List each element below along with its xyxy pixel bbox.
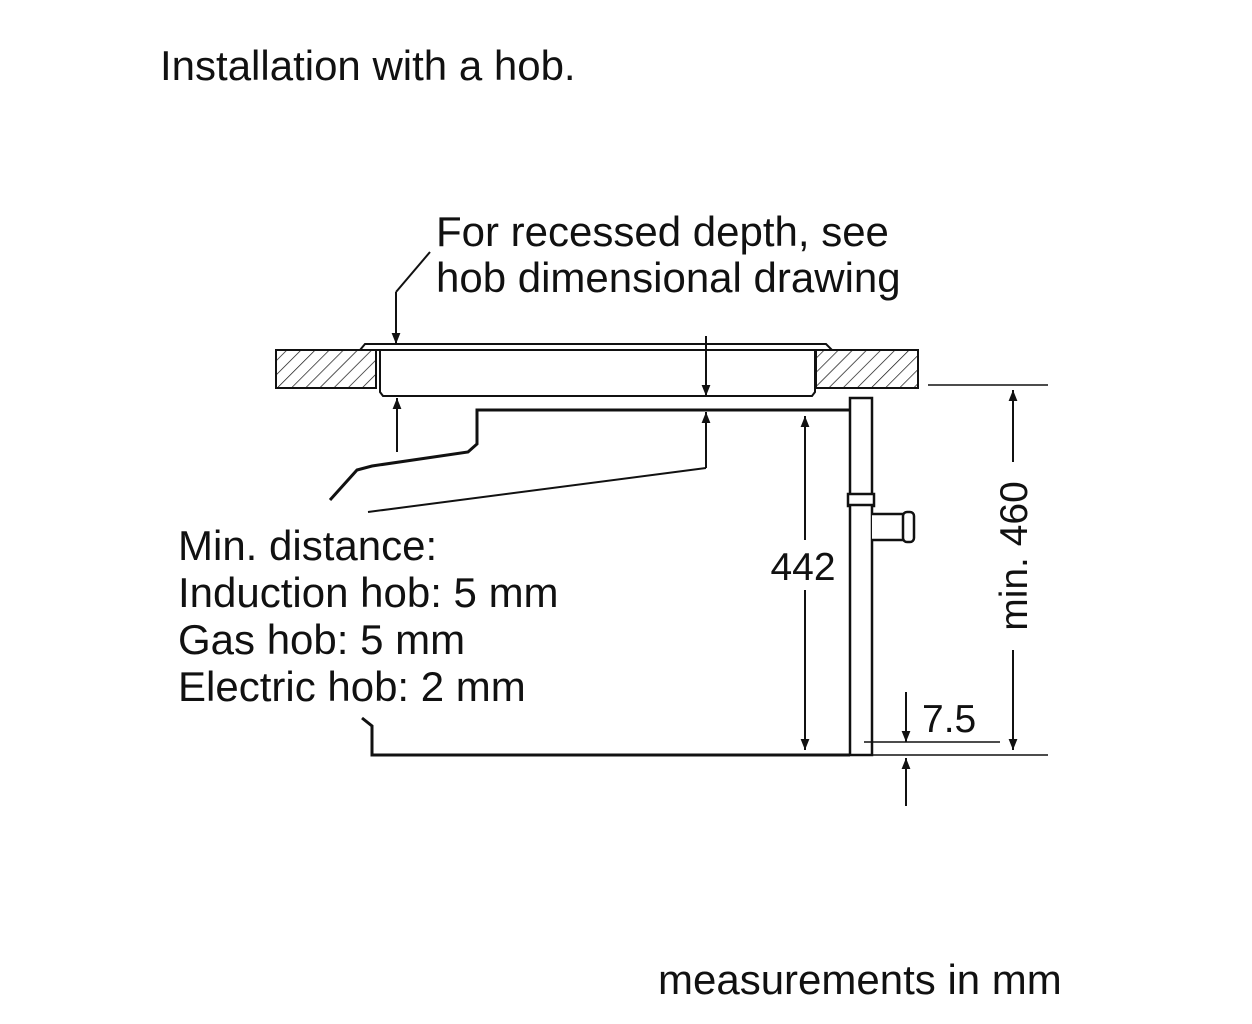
oven-body [328, 408, 850, 757]
min-distance-electric: Electric hob: 2 mm [178, 663, 526, 710]
recess-note-line1: For recessed depth, see [436, 208, 889, 255]
min-distance-heading: Min. distance: [178, 522, 437, 569]
dimension-460-label: min. 460 [993, 481, 1036, 631]
units-note: measurements in mm [658, 956, 1062, 1003]
worktop-right [815, 349, 919, 389]
recess-leader [391, 251, 431, 344]
dimension-7-5-label: 7.5 [922, 698, 976, 741]
oven-front-panel [846, 396, 876, 757]
recess-note-line2: hob dimensional drawing [436, 254, 901, 301]
diagram-title: Installation with a hob. [160, 42, 576, 89]
worktop-left [275, 349, 377, 389]
dimension-442-label: 442 [770, 546, 835, 589]
control-knob [872, 510, 916, 544]
min-distance-gas: Gas hob: 5 mm [178, 616, 465, 663]
min-distance-induction: Induction hob: 5 mm [178, 569, 559, 616]
hob-clearance-arrows [367, 336, 711, 513]
hob [357, 343, 835, 397]
